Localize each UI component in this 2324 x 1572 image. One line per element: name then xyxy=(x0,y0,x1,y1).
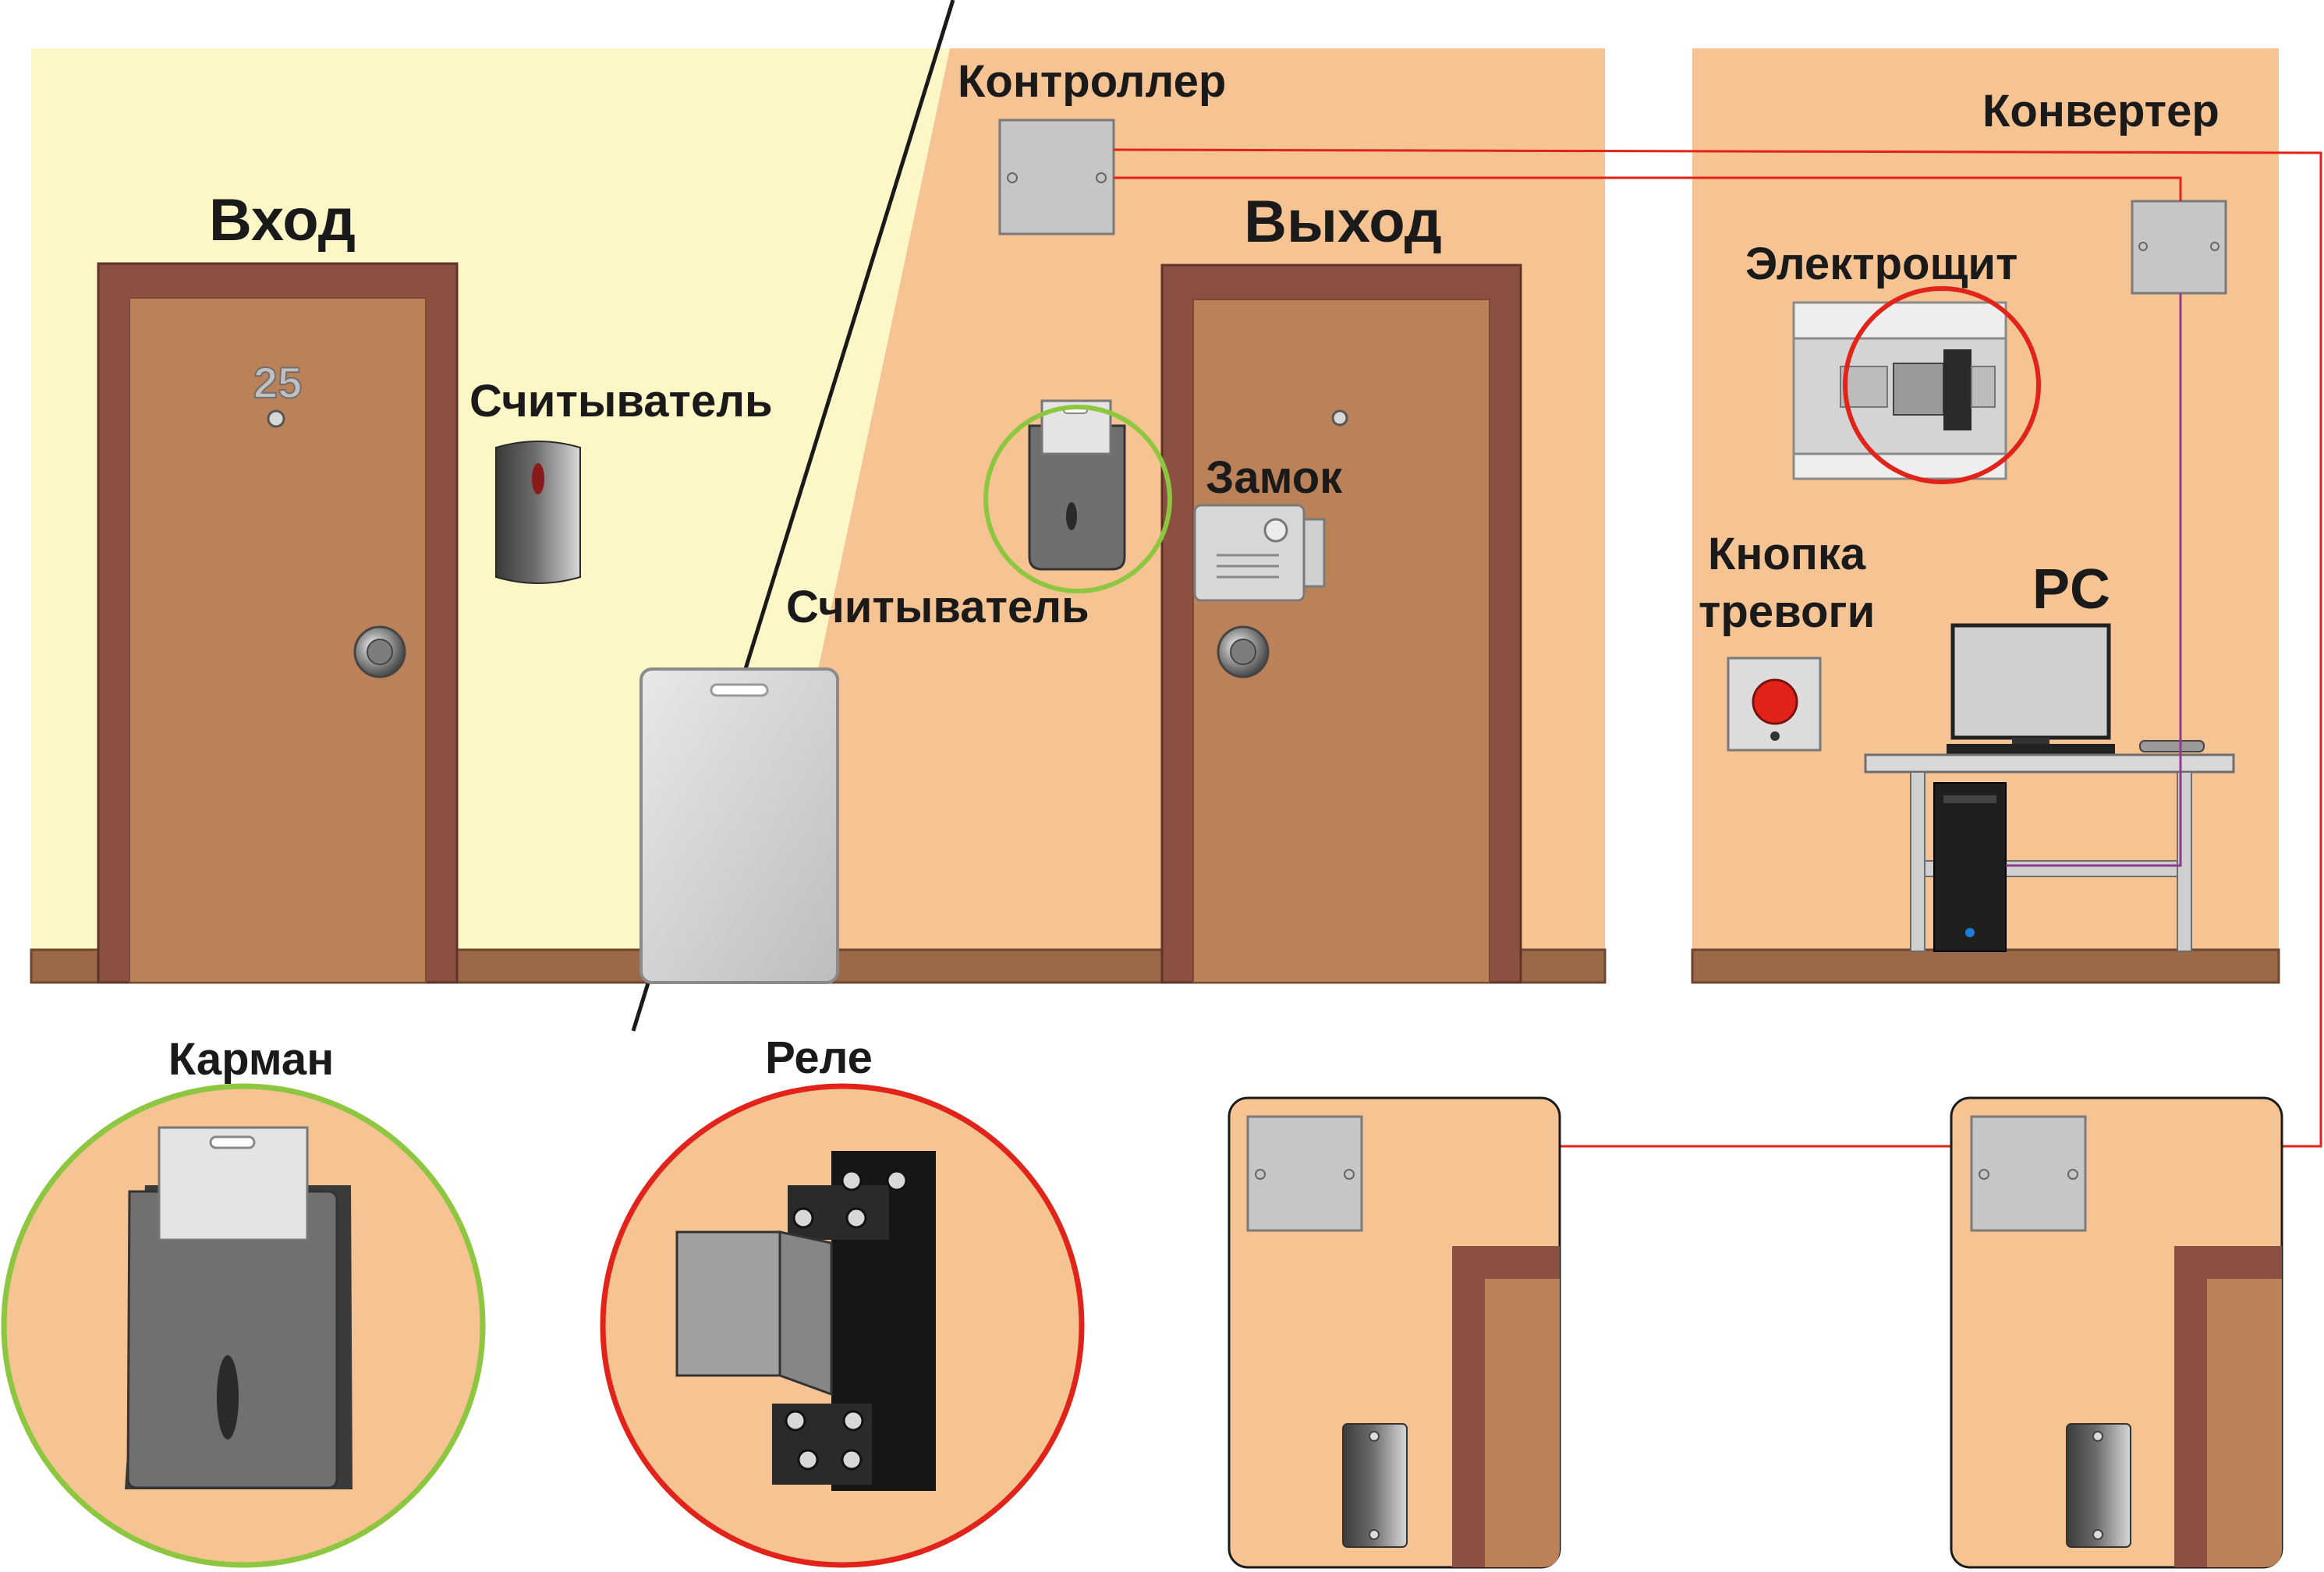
exit-door xyxy=(1160,264,1522,984)
pc-tower-bay xyxy=(1943,795,1996,803)
alarm-button xyxy=(1727,657,1822,752)
reader-led xyxy=(217,1355,239,1439)
access-card xyxy=(639,667,839,984)
lock-cylinder xyxy=(1263,518,1288,543)
pocket-card-slot xyxy=(209,1135,256,1149)
label-alarm-button-line1: Кнопка xyxy=(1708,529,1866,579)
relay-detail-ring xyxy=(600,1083,1085,1568)
remote-controller-body xyxy=(1246,1115,1363,1232)
screw xyxy=(2138,242,2148,251)
electrical-panel xyxy=(1792,286,2041,484)
terminal-screw xyxy=(797,1449,819,1471)
desk-top xyxy=(1864,753,2235,774)
wire-controller-to-converter xyxy=(1114,176,2182,201)
screw xyxy=(1369,1431,1380,1442)
floor-baseboard-right xyxy=(1691,948,2280,984)
wire-converter-to-pc xyxy=(2006,293,2182,867)
screw xyxy=(1096,172,1107,183)
door-knob-center xyxy=(367,639,393,665)
label-controller: Контроллер xyxy=(958,56,1226,107)
mouse xyxy=(2139,740,2205,752)
screw xyxy=(1255,1169,1266,1180)
label-lock: Замок xyxy=(1206,452,1343,503)
screw xyxy=(1369,1529,1380,1540)
label-entrance: Вход xyxy=(209,187,356,253)
remote-door-leaf xyxy=(1485,1279,1560,1567)
power-led xyxy=(1965,928,1975,937)
door-knob-center xyxy=(1230,639,1256,665)
desk-leg xyxy=(1910,771,1925,952)
controller-box xyxy=(998,119,1115,235)
screw xyxy=(2067,1169,2078,1180)
remote-reader-body xyxy=(1342,1423,1408,1548)
lock-body xyxy=(1193,504,1305,602)
lock-bolt-housing xyxy=(1302,518,1326,588)
remote-room-2 xyxy=(1950,1096,2283,1569)
terminal-screw xyxy=(841,1449,863,1471)
terminal-screw xyxy=(842,1410,864,1432)
terminal-screw xyxy=(792,1207,814,1229)
electric-lock xyxy=(1193,504,1326,602)
panel-block xyxy=(1971,366,1996,408)
peephole xyxy=(267,409,285,428)
label-electrical-panel: Электрощит xyxy=(1745,239,2018,289)
remote-reader-body xyxy=(2066,1423,2131,1548)
access-card-body xyxy=(639,667,839,984)
monitor-screen xyxy=(1950,623,2111,740)
remote-controller-body xyxy=(1970,1115,2087,1232)
relay-small-body xyxy=(1893,363,1944,416)
screw xyxy=(2092,1431,2103,1442)
entrance-reader xyxy=(495,441,581,584)
pocket-detail-ring xyxy=(1,1083,486,1568)
label-relay: Реле xyxy=(765,1032,873,1083)
reader-led xyxy=(1066,502,1077,530)
terminal-screw xyxy=(841,1170,863,1191)
pocket-detail xyxy=(1,1083,486,1568)
screw xyxy=(1979,1169,1989,1180)
label-reader-entrance: Считыватель xyxy=(469,376,773,427)
label-pc: PC xyxy=(2032,558,2110,621)
controller-body xyxy=(998,119,1115,235)
terminal-screw xyxy=(785,1410,806,1432)
label-exit: Выход xyxy=(1244,189,1442,255)
terminal-screw xyxy=(845,1207,867,1229)
label-converter: Конвертер xyxy=(1982,86,2219,136)
terminal-screw xyxy=(886,1170,908,1191)
converter-box xyxy=(2131,200,2227,295)
entrance-reader-body xyxy=(495,441,581,584)
screw xyxy=(2210,242,2219,251)
label-pocket: Карман xyxy=(168,1034,334,1085)
keyboard xyxy=(1947,744,2115,755)
reader-led xyxy=(532,463,544,494)
exit-door-leaf xyxy=(1192,299,1490,983)
remote-door-leaf xyxy=(2207,1279,2282,1567)
green-highlight-circle xyxy=(983,405,1172,593)
remote-room-1 xyxy=(1228,1096,1561,1569)
screw xyxy=(1007,172,1018,183)
entrance-door: 25 xyxy=(97,262,459,984)
relay-small-terminals xyxy=(1943,349,1972,430)
relay-coil-front xyxy=(675,1230,781,1377)
screw xyxy=(2092,1529,2103,1540)
pc-workstation xyxy=(1864,623,2235,952)
pc-tower xyxy=(1933,782,2007,952)
red-highlight-circle xyxy=(1843,286,2041,484)
label-reader-exit: Считыватель xyxy=(786,582,1089,632)
wall-pocket-reader xyxy=(983,399,1172,593)
alarm-button-red xyxy=(1752,678,1798,725)
label-alarm-button-line2: тревоги xyxy=(1699,586,1875,637)
alarm-key-icon xyxy=(1770,731,1780,741)
pocket-reader-body xyxy=(1028,424,1126,571)
door-number: 25 xyxy=(253,358,302,407)
relay-coil-side xyxy=(778,1230,833,1397)
pocket-reader-front xyxy=(126,1190,338,1489)
access-card-slot xyxy=(710,683,769,697)
converter-body xyxy=(2131,200,2227,295)
peephole xyxy=(1331,409,1348,427)
relay-detail xyxy=(600,1083,1085,1568)
screw xyxy=(1344,1169,1355,1180)
